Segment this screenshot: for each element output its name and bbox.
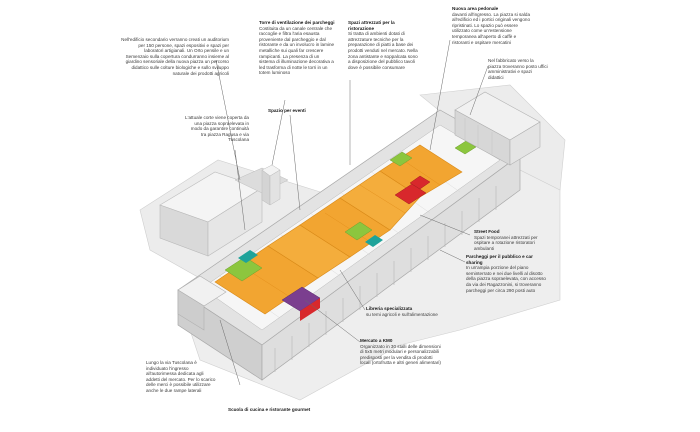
annotation-pedestrian-area: Nuova area pedonale davanti all'ingresso… (452, 6, 530, 45)
annotation-cooking-school: Scuola di cucina e ristorante gourmet (228, 407, 311, 412)
annotation-covered-court: L'attuale corte viene coperta da una pia… (185, 115, 249, 143)
annotation-bookshop: Libreria specializzata su temi agricoli … (366, 306, 438, 317)
accent-blocks (238, 175, 431, 321)
green-gardens (224, 140, 477, 282)
annotation-offices: Nel fabbricato verso la piazza troverann… (488, 58, 548, 80)
annotation-km0-market: Mercato a KM0 Organizzato in 30 stalli d… (360, 338, 441, 366)
office-building (454, 91, 541, 166)
annotation-street-food: Street Food Spazi temporanei attrezzati … (474, 229, 538, 251)
annotation-restaurant-spaces: Spazi attrezzati per la ristorazione Si … (348, 20, 418, 70)
annotation-ventilation-tower: Torre di ventilazione dei parcheggi Cost… (259, 20, 335, 76)
annotation-auditorium: Nell'edificio secondario verranno creati… (121, 37, 229, 76)
ventilation-tower (261, 164, 281, 206)
annotation-parking: Parcheggi per il pubblico e car sharing … (466, 254, 546, 293)
secondary-building (159, 167, 289, 257)
leader-lines (215, 39, 489, 386)
annotation-event-space: Spazio per eventi (268, 108, 306, 113)
kitchen-school-block (177, 275, 227, 331)
annotation-garage: Lungo la via Tuscolana è individuato l'i… (146, 360, 216, 393)
